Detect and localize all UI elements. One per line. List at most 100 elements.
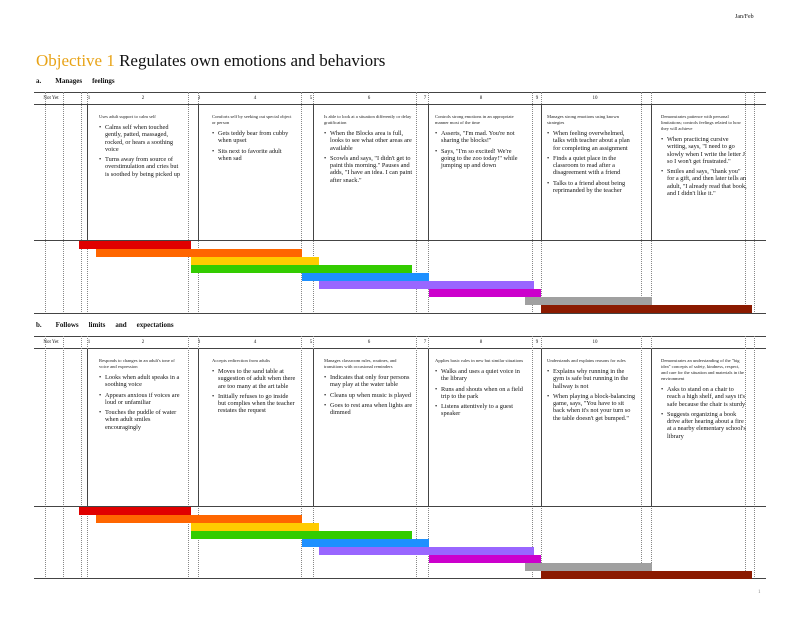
progression-band-4: [191, 265, 412, 273]
example-item: Sits next to favorite adult when sad: [212, 148, 296, 163]
header-level-8: 8: [479, 96, 483, 101]
objective-number: Objective 1: [36, 51, 115, 70]
header-level-8: 8: [479, 340, 483, 345]
column-border: [87, 349, 88, 506]
header-level-9: 9: [535, 340, 539, 345]
column-divider: [301, 92, 302, 314]
column-divider: [63, 92, 64, 314]
example-item: When practicing cursive writing, says, "…: [661, 136, 747, 165]
column-divider: [754, 336, 755, 579]
example-item: Initially refuses to go inside but compl…: [212, 393, 296, 415]
header-level-4: 4: [253, 96, 257, 101]
example-item: Scowls and says, "I didn't get to paint …: [324, 155, 414, 184]
column-divider: [81, 92, 82, 314]
block-bottom-border: [34, 313, 766, 314]
progression-band-2: [96, 515, 302, 523]
progression-band-3: [191, 257, 319, 265]
header-level-3: 3: [197, 340, 201, 345]
header-level-5: 5: [309, 340, 313, 345]
progression-band-8: [525, 297, 652, 305]
column-border: [541, 349, 542, 506]
progression-band-1: [79, 507, 191, 515]
column-divider: [416, 336, 417, 579]
progression-band-8: [525, 563, 652, 571]
page-title: Objective 1 Regulates own emotions and b…: [36, 51, 385, 71]
indicator-heading: Demonstrates an understanding of the "bi…: [661, 358, 744, 381]
example-list: Walks and uses a quiet voice in the libr…: [435, 368, 524, 418]
example-item: Talks to a friend about being reprimande…: [547, 180, 636, 195]
indicator-heading: Accepts redirection from adults: [212, 358, 271, 363]
column-divider: [641, 336, 642, 579]
example-list: Gets teddy bear from cubby when upsetSit…: [212, 130, 296, 162]
indicator-column-5: Understands and explains reasons for rul…: [547, 358, 636, 425]
indicator-heading: Understands and explains reasons for rul…: [547, 358, 626, 363]
indicator-heading: Comforts self by seeking out special obj…: [212, 114, 292, 125]
indicator-column-2: Comforts self by seeking out special obj…: [212, 114, 296, 165]
progression-band-2: [96, 249, 302, 257]
example-item: Suggests organizing a book drive after h…: [661, 411, 747, 440]
example-list: Asserts, "I'm mad. You're not sharing th…: [435, 130, 524, 169]
example-item: Asserts, "I'm mad. You're not sharing th…: [435, 130, 524, 145]
indicator-column-1: Responds to changes in an adult's tone o…: [99, 358, 184, 434]
header-level-3: 3: [197, 96, 201, 101]
column-border: [87, 105, 88, 240]
example-item: Goes to rest area when lights are dimmed: [324, 402, 414, 417]
example-item: Cleans up when music is played: [324, 392, 414, 400]
header-level-2: 2: [141, 96, 145, 101]
example-item: Says, "I'm so excited! We're going to th…: [435, 148, 524, 170]
column-divider: [301, 336, 302, 579]
column-divider: [45, 92, 46, 314]
header-level-5: 5: [309, 96, 313, 101]
header-level-1: 1: [87, 340, 91, 345]
indicator-column-5: Manages strong emotions using known stra…: [547, 114, 636, 197]
column-border: [428, 105, 429, 240]
column-divider: [754, 92, 755, 314]
indicator-heading: Responds to changes in an adult's tone o…: [99, 358, 175, 369]
header-level-7: 7: [423, 96, 427, 101]
example-item: Touches the puddle of water when adult s…: [99, 409, 184, 431]
header-level-10: 10: [592, 96, 598, 101]
header-not-yet: Not Yet: [43, 340, 59, 345]
progression-band-5: [302, 273, 429, 281]
example-list: When feeling overwhelmed, talks with tea…: [547, 130, 636, 194]
example-item: Turns away from source of overstimulatio…: [99, 156, 184, 178]
objective-title: Regulates own emotions and behaviors: [119, 51, 386, 70]
progression-band-3: [191, 523, 319, 531]
example-item: Runs and shouts when on a field trip to …: [435, 386, 524, 401]
indicator-column-1: Uses adult support to calm selfCalms sel…: [99, 114, 184, 181]
example-item: Asks to stand on a chair to reach a high…: [661, 386, 747, 408]
indicator-column-4: Applies basic rules in new but similar s…: [435, 358, 524, 421]
example-item: Indicates that only four persons may pla…: [324, 374, 414, 389]
header-level-6: 6: [367, 340, 371, 345]
progression-band-7: [429, 289, 541, 297]
indicator-heading: Demonstrates patience with personal limi…: [661, 114, 741, 131]
column-border: [313, 105, 314, 240]
column-border: [428, 349, 429, 506]
progression-band-6: [319, 281, 534, 289]
header-level-4: 4: [253, 340, 257, 345]
indicator-heading: Uses adult support to calm self: [99, 114, 156, 119]
column-border: [198, 105, 199, 240]
column-divider: [641, 92, 642, 314]
example-list: Calms self when touched gently, patted, …: [99, 124, 184, 178]
header-date-label: Jan/Feb: [735, 14, 754, 20]
example-list: Indicates that only four persons may pla…: [324, 374, 414, 416]
indicator-column-6: Demonstrates patience with personal limi…: [661, 114, 747, 200]
indicator-heading: Manages classroom rules, routines, and t…: [324, 358, 397, 369]
header-level-1: 1: [87, 96, 91, 101]
column-divider: [745, 92, 746, 314]
header-not-yet: Not Yet: [43, 96, 59, 101]
column-divider: [745, 336, 746, 579]
example-item: Listens attentively to a guest speaker: [435, 403, 524, 418]
indicator-column-3: Manages classroom rules, routines, and t…: [324, 358, 414, 419]
progression-band-9: [541, 571, 752, 579]
example-item: When feeling overwhelmed, talks with tea…: [547, 130, 636, 152]
example-item: Calms self when touched gently, patted, …: [99, 124, 184, 153]
example-item: When the Blocks area is full, looks to s…: [324, 130, 414, 152]
page-number: 1: [758, 590, 761, 595]
example-item: Explains why running in the gym is safe …: [547, 368, 636, 390]
